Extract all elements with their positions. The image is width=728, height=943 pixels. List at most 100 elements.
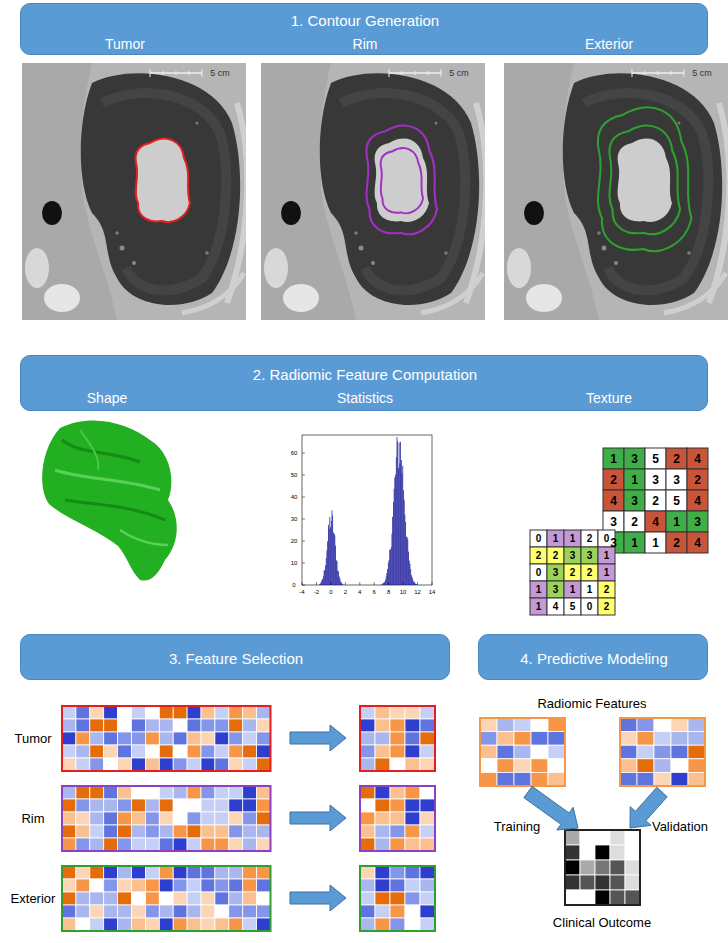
- matrix-cell-fill: [257, 879, 271, 892]
- matrix-cell-fill: [360, 838, 375, 851]
- matrix-cell-fill: [201, 812, 215, 825]
- step-band: 3. Feature Selection: [20, 634, 450, 680]
- matrix-cell-fill: [187, 706, 201, 719]
- matrix-cell-fill: [687, 469, 708, 490]
- matrix-cell-fill: [620, 772, 637, 786]
- histogram-bar: [337, 571, 339, 585]
- matrix-cell-fill: [530, 547, 547, 564]
- matrix-cell-fill: [624, 469, 645, 490]
- matrix-cell-fill: [405, 812, 420, 825]
- matrix-cell-fill: [215, 892, 229, 905]
- matrix-cell-fill: [229, 825, 243, 838]
- matrix-cell-fill: [62, 719, 76, 732]
- matrix-cell-fill: [118, 918, 132, 931]
- histogram-bar: [415, 584, 417, 585]
- matrix-cell-fill: [257, 799, 271, 812]
- matrix-cell-fill: [243, 825, 257, 838]
- axis-tick-label: 0: [329, 589, 332, 595]
- matrix-cell-fill: [132, 905, 146, 918]
- matrix-cell-fill: [62, 838, 76, 851]
- matrix-cell-fill: [420, 706, 435, 719]
- matrix-cell-fill: [62, 905, 76, 918]
- matrix-cell-fill: [132, 879, 146, 892]
- matrix-cell: 2: [570, 568, 576, 578]
- matrix-cell-fill: [201, 918, 215, 931]
- histogram-bar: [412, 579, 414, 585]
- region-label: Tumor: [14, 732, 51, 745]
- matrix-cell-fill: [405, 838, 420, 851]
- matrix-cell-fill: [187, 732, 201, 745]
- matrix-cell-fill: [671, 759, 688, 773]
- flow-arrows: [290, 725, 667, 911]
- matrix-cell-fill: [132, 892, 146, 905]
- matrix-cell-fill: [201, 719, 215, 732]
- block-arrow: [290, 885, 346, 911]
- matrix-cell-fill: [229, 758, 243, 771]
- matrix-cell-fill: [187, 799, 201, 812]
- arrow-label: Validation: [652, 820, 708, 833]
- matrix-cell-fill: [215, 918, 229, 931]
- step-band: 1. Contour GenerationTumorRimExterior: [20, 3, 708, 55]
- axis-tick-label: -2: [314, 589, 319, 595]
- matrix-cell-fill: [625, 875, 640, 890]
- matrix-cell-fill: [76, 838, 90, 851]
- matrix-cell-fill: [257, 905, 271, 918]
- matrix-cell-fill: [688, 759, 705, 773]
- matrix-cell-fill: [62, 812, 76, 825]
- matrix-cell-fill: [548, 732, 565, 746]
- matrix-cell-fill: [201, 866, 215, 879]
- matrix-cell-fill: [625, 860, 640, 875]
- matrix-outline: [480, 718, 565, 786]
- tumor-contour: [136, 139, 190, 222]
- matrix-cell-fill: [132, 838, 146, 851]
- matrix-cell-fill: [145, 825, 159, 838]
- matrix-cell-fill: [215, 706, 229, 719]
- matrix-cell-fill: [360, 825, 375, 838]
- matrix-cell-fill: [514, 745, 531, 759]
- matrix-cell-fill: [132, 745, 146, 758]
- matrix-outline: [620, 718, 705, 786]
- matrix-cell-fill: [243, 786, 257, 799]
- axis-tick-label: 12: [414, 589, 421, 595]
- step-title: 1. Contour Generation: [291, 13, 439, 28]
- matrix-cell-fill: [390, 758, 405, 771]
- matrix-cell-fill: [187, 786, 201, 799]
- matrix-cell-fill: [637, 718, 654, 732]
- matrix-cell-fill: [390, 732, 405, 745]
- axis-tick: [302, 497, 305, 498]
- matrix-cell-fill: [581, 581, 598, 598]
- matrix-cell-fill: [654, 759, 671, 773]
- matrix-cell-fill: [104, 825, 118, 838]
- matrix-cell-fill: [118, 719, 132, 732]
- matrix-cell-fill: [671, 772, 688, 786]
- matrix-cell-fill: [229, 786, 243, 799]
- matrix-cell-fill: [90, 706, 104, 719]
- matrix-cell: 1: [604, 568, 610, 578]
- matrix-cell-fill: [104, 786, 118, 799]
- matrix-cell-fill: [243, 918, 257, 931]
- shape-ridge: [62, 440, 140, 462]
- matrix-cell-fill: [173, 825, 187, 838]
- matrix-cell-fill: [360, 719, 375, 732]
- matrix-cell-fill: [420, 758, 435, 771]
- matrix-cell-fill: [666, 469, 687, 490]
- matrix-cell-fill: [145, 866, 159, 879]
- matrix-cell-fill: [62, 706, 76, 719]
- matrix-cell-fill: [637, 732, 654, 746]
- matrix-cell-fill: [390, 745, 405, 758]
- matrix-cell-fill: [243, 892, 257, 905]
- matrix-cell-fill: [375, 825, 390, 838]
- matrix-cell-fill: [624, 490, 645, 511]
- matrix-cell-fill: [76, 758, 90, 771]
- matrix-cell-fill: [480, 759, 497, 773]
- matrix-cell: 3: [631, 453, 638, 465]
- matrix-cell-fill: [118, 799, 132, 812]
- matrix-cell-fill: [159, 879, 173, 892]
- histogram-bar: [319, 584, 321, 586]
- matrix-cell-fill: [360, 745, 375, 758]
- matrix-cell-fill: [375, 706, 390, 719]
- shape-ridge: [55, 470, 160, 490]
- matrix-cell-fill: [187, 825, 201, 838]
- matrix-cell: 2: [604, 585, 610, 595]
- matrix-outline: [62, 866, 271, 931]
